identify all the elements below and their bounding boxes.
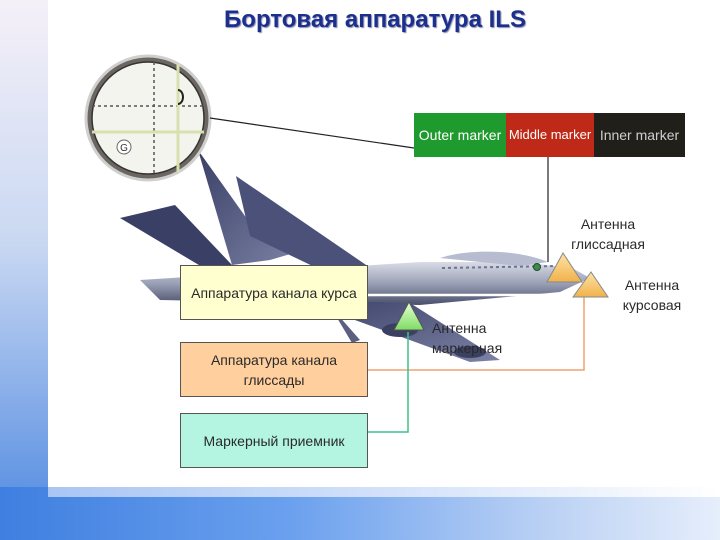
dial-marker-letter: G [120, 143, 128, 154]
marker-wire [368, 332, 409, 433]
inner-marker-light: Inner marker [594, 113, 685, 157]
glide-channel-box: Аппаратура канала глиссады [180, 342, 368, 397]
glide-wire [368, 292, 585, 371]
course-channel-box: Аппаратура канала курса [180, 265, 368, 320]
marker-receiver-label: Маркерный приемник [203, 432, 345, 449]
outer-marker-light: Outer marker [414, 113, 506, 157]
left-gradient-band [0, 0, 48, 540]
bottom-highlight-band [48, 487, 720, 497]
course-antenna-icon [572, 271, 609, 298]
glide-antenna-label: Антенна глиссадная [571, 216, 645, 252]
glide-antenna-icon [546, 252, 583, 283]
course-antenna-label: Антенна курсовая [622, 277, 682, 313]
slide-title: Бортовая аппаратура ILS [224, 6, 526, 33]
marker-antenna-label: Антенна маркерная [432, 320, 503, 356]
ils-indicator-dial: G [84, 54, 212, 182]
middle-marker-light: Middle marker [506, 113, 594, 157]
glide-channel-label: Аппаратура канала глиссады [210, 351, 338, 388]
course-channel-label: Аппаратура канала курса [191, 284, 357, 301]
dial-connector [209, 117, 415, 149]
marker-antenna-icon [393, 300, 425, 331]
marker-receiver-box: Маркерный приемник [180, 413, 368, 468]
